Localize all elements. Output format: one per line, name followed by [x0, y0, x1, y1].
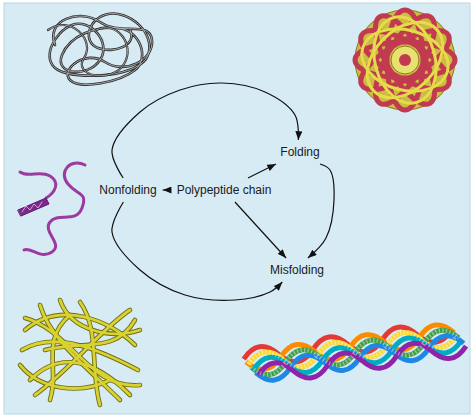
transition-arrow — [248, 164, 276, 178]
stage-label: Misfolding — [267, 261, 327, 279]
unfolded-coil — [48, 25, 128, 76]
amyloid-fibril — [250, 328, 461, 377]
misfolded-aggregate — [20, 300, 140, 405]
amyloid-fibril — [247, 325, 458, 374]
misfolded-aggregate — [40, 305, 120, 400]
unfolded-coil — [48, 14, 152, 85]
background-panel — [4, 3, 470, 414]
transition-arrow — [112, 83, 299, 178]
stage-text: Folding — [280, 145, 319, 159]
disordered-chain — [18, 198, 49, 216]
misfolded-aggregate — [20, 300, 140, 405]
misfolded-aggregate — [50, 315, 70, 400]
misfolded-aggregate — [30, 362, 130, 395]
folded-cage-protein — [353, 8, 458, 113]
misfolded-aggregate — [20, 300, 140, 405]
folded-cage-protein — [391, 46, 419, 74]
disordered-chain — [20, 172, 56, 198]
stage-label: Nonfolding — [96, 181, 159, 199]
transition-arrow — [308, 164, 334, 258]
misfolded-aggregate — [80, 302, 100, 405]
unfolded-coil — [48, 25, 128, 76]
stage-text: Nonfolding — [99, 183, 156, 197]
disordered-chain — [22, 202, 42, 212]
amyloid-fibril — [242, 318, 467, 387]
stage-label: Polypeptide chain — [174, 181, 275, 199]
stage-text: Polypeptide chain — [177, 183, 272, 197]
folded-cage-protein — [353, 8, 458, 113]
disordered-chain — [18, 163, 85, 254]
stage-label: Folding — [277, 143, 322, 161]
misfolded-aggregate — [25, 318, 140, 385]
transition-arrow — [235, 202, 286, 258]
misfolded-aggregate — [45, 320, 135, 350]
transition-arrow — [163, 189, 171, 190]
stage-text: Misfolding — [270, 263, 324, 277]
folded-cage-protein — [399, 54, 411, 66]
transition-arrow — [112, 202, 282, 300]
